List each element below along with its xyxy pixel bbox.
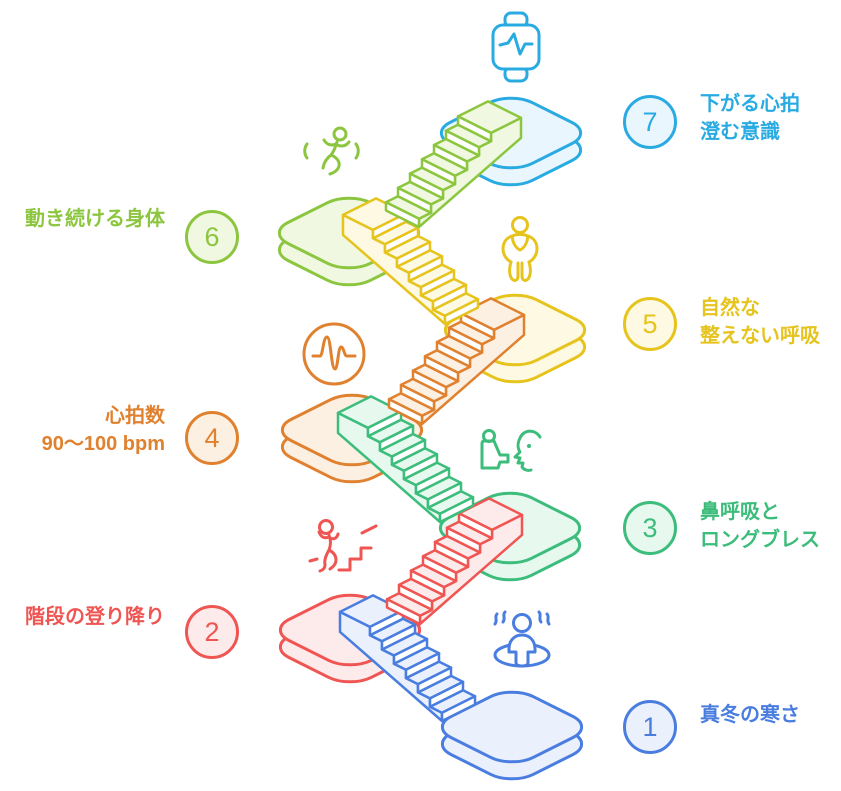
staircase-step-1-to-2 [338, 594, 477, 723]
step-3-label-line-2: ロングブレス [700, 529, 820, 551]
inhaler-breathing-face-icon [480, 429, 542, 472]
step-5-label-line-2: 整えない呼吸 [700, 325, 820, 347]
step-7-label: 下がる心拍 澄む意識 [700, 90, 800, 146]
step-5-number-circle: 5 [623, 297, 677, 351]
step-5-label-line-1: 自然な [700, 297, 760, 319]
step-3-label-line-1: 鼻呼吸と [700, 501, 780, 523]
step-6-label-line-1: 動き続ける身体 [25, 208, 165, 230]
step-3-label: 鼻呼吸と ロングブレス [700, 498, 820, 554]
shivering-person-icon [493, 610, 551, 668]
step-3-number: 3 [642, 512, 658, 543]
step-4-label-line-1: 心拍数 [105, 405, 165, 427]
smartwatch-heart-rate-icon [491, 11, 541, 83]
running-person-icon [303, 126, 360, 176]
step-6-number: 6 [204, 221, 220, 252]
step-4-number: 4 [204, 422, 220, 453]
platform-step-1 [430, 686, 594, 785]
staircase-step-4-to-5 [387, 297, 526, 426]
step-7-label-line-2: 澄む意識 [700, 121, 780, 143]
step-7-number-circle: 7 [623, 95, 677, 149]
step-4-label-line-2: 90〜100 bpm [41, 433, 165, 455]
step-2-number-circle: 2 [185, 605, 239, 659]
step-2-label-line-1: 階段の登り降り [25, 606, 165, 628]
step-4-number-circle: 4 [185, 411, 239, 465]
step-6-label: 動き続ける身体 [25, 205, 165, 233]
step-7-number: 7 [642, 106, 658, 137]
step-3-number-circle: 3 [623, 501, 677, 555]
step-5-number: 5 [642, 308, 658, 339]
step-4-label: 心拍数 90〜100 bpm [42, 402, 165, 458]
step-7-label-line-1: 下がる心拍 [700, 93, 800, 115]
step-6-number-circle: 6 [185, 210, 239, 264]
step-2-number: 2 [204, 616, 220, 647]
step-2-label: 階段の登り降り [25, 603, 165, 631]
heartbeat-pulse-icon [302, 322, 366, 386]
step-5-label: 自然な 整えない呼吸 [700, 294, 820, 350]
step-1-label-line-1: 真冬の寒さ [700, 704, 800, 726]
flexing-person-icon [501, 216, 539, 282]
step-1-number-circle: 1 [623, 700, 677, 754]
staircase-step-6-to-7 [384, 100, 523, 229]
staircase-step-2-to-3 [385, 497, 524, 626]
stair-climbing-person-icon [308, 519, 378, 573]
step-1-number: 1 [642, 711, 658, 742]
step-1-label: 真冬の寒さ [700, 701, 800, 729]
